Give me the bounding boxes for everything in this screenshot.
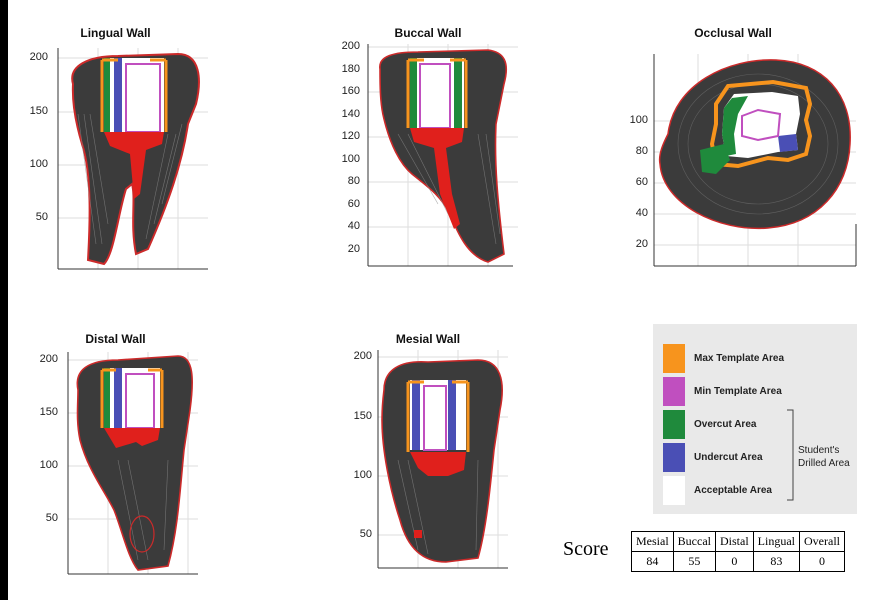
score-header-row: Mesial Buccal Distal Lingual Overall <box>631 531 845 552</box>
score-value-lingual: 83 <box>752 551 801 572</box>
y-tick: 80 <box>635 145 648 157</box>
y-tick: 20 <box>635 238 648 250</box>
legend-label: Undercut Area <box>694 452 763 463</box>
legend-group-bracket <box>787 409 794 501</box>
y-tick: 100 <box>29 158 48 170</box>
panel-title: Mesial Wall <box>395 332 461 346</box>
y-tick: 180 <box>341 63 360 75</box>
occlusal-tooth-render <box>653 54 857 267</box>
distal-tooth-render <box>67 352 198 575</box>
distal-wall-panel: Distal Wall 200 150 100 50 <box>18 330 213 592</box>
y-tick: 60 <box>347 198 360 210</box>
score-header-mesial: Mesial <box>631 531 674 552</box>
y-tick: 160 <box>341 85 360 97</box>
y-tick: 200 <box>39 353 58 365</box>
score-value-overall: 0 <box>799 551 845 572</box>
lingual-tooth-render <box>57 48 208 270</box>
legend-swatch-min-template <box>663 377 685 406</box>
panel-title: Lingual Wall <box>80 26 151 40</box>
y-tick: 40 <box>347 220 360 232</box>
y-tick: 20 <box>347 243 360 255</box>
score-header-overall: Overall <box>799 531 845 552</box>
buccal-wall-panel: Buccal Wall 200 180 160 140 120 100 80 6… <box>328 24 528 286</box>
legend-label: Acceptable Area <box>694 485 772 496</box>
occlusal-wall-panel: Occlusal Wall 100 80 60 40 20 <box>608 24 858 274</box>
panel-title: Buccal Wall <box>394 26 462 40</box>
y-tick: 200 <box>29 51 48 63</box>
y-tick: 60 <box>635 176 648 188</box>
y-tick: 150 <box>353 410 372 422</box>
y-tick: 50 <box>359 528 372 540</box>
y-tick: 120 <box>341 130 360 142</box>
y-tick: 140 <box>341 108 360 120</box>
y-tick: 150 <box>29 105 48 117</box>
score-value-mesial: 84 <box>631 551 674 572</box>
legend-swatch-undercut <box>663 443 685 472</box>
score-value-buccal: 55 <box>672 551 717 572</box>
panel-title: Distal Wall <box>85 332 146 346</box>
legend-label: Overcut Area <box>694 419 757 430</box>
lingual-wall-panel: Lingual Wall 200 150 100 50 <box>18 24 213 286</box>
y-tick: 40 <box>635 207 648 219</box>
score-header-buccal: Buccal <box>672 531 717 552</box>
score-table: Mesial Buccal Distal Lingual Overall 84 … <box>631 531 845 572</box>
y-tick: 200 <box>353 350 372 362</box>
score-label: Score <box>563 538 609 560</box>
legend-label: Min Template Area <box>694 386 782 397</box>
y-tick: 100 <box>629 114 648 126</box>
score-header-lingual: Lingual <box>752 531 801 552</box>
legend-group-label: Drilled Area <box>798 458 850 469</box>
legend-swatch-acceptable <box>663 476 685 505</box>
legend-group-label: Student's <box>798 445 840 456</box>
mesial-tooth-render <box>377 350 508 569</box>
buccal-tooth-render <box>367 44 518 267</box>
panel-title: Occlusal Wall <box>694 26 772 40</box>
mesial-wall-panel: Mesial Wall 200 150 100 50 <box>328 330 528 592</box>
score-value-distal: 0 <box>715 551 754 572</box>
legend-label: Max Template Area <box>694 353 785 364</box>
y-tick: 100 <box>353 469 372 481</box>
score-value-row: 84 55 0 83 0 <box>631 551 845 572</box>
y-tick: 100 <box>39 459 58 471</box>
color-legend: Max Template Area Min Template Area Over… <box>653 324 857 514</box>
figure-frame: Lingual Wall 200 150 100 50 <box>8 0 887 600</box>
score-header-distal: Distal <box>715 531 754 552</box>
legend-swatch-max-template <box>663 344 685 373</box>
y-tick: 150 <box>39 406 58 418</box>
legend-swatch-overcut <box>663 410 685 439</box>
y-tick: 100 <box>341 153 360 165</box>
y-tick: 80 <box>347 175 360 187</box>
y-tick: 200 <box>341 40 360 52</box>
y-tick: 50 <box>35 211 48 223</box>
y-tick: 50 <box>45 512 58 524</box>
